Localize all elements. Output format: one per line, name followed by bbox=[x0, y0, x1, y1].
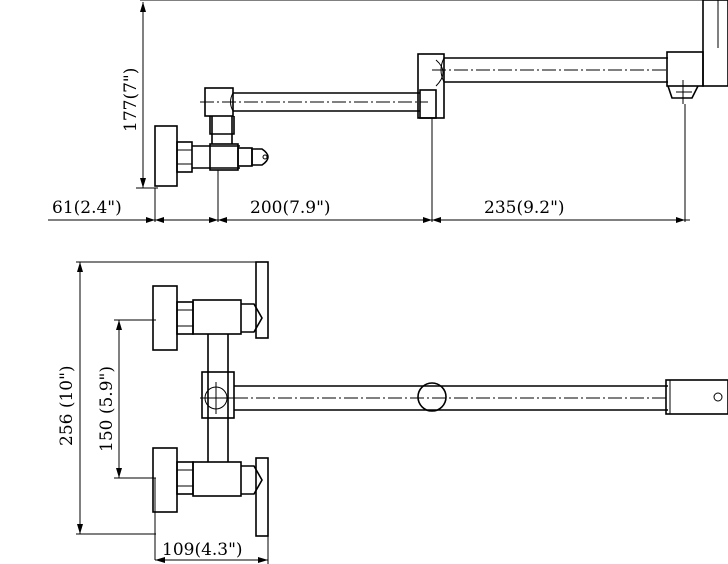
tee-joint bbox=[201, 371, 235, 419]
mounting-nut bbox=[176, 141, 193, 173]
upper-valve-body bbox=[192, 299, 242, 335]
overall-height-dimension-label: 256 (10") bbox=[57, 365, 77, 446]
top-view: 256 (10") 150 (5.9") bbox=[57, 261, 728, 564]
lower-valve-body bbox=[192, 461, 242, 497]
height-dimension-label: 177(7") bbox=[121, 68, 141, 132]
shutoff-valve-body bbox=[209, 143, 239, 171]
overall-height-dimension-line bbox=[76, 261, 262, 535]
stud-spacing-dimension-label: 150 (5.9") bbox=[97, 366, 117, 452]
middle-swivel-joint bbox=[417, 53, 445, 119]
height-dimension-line bbox=[136, 2, 158, 189]
first-swing-arm bbox=[230, 92, 420, 112]
lower-wall-flange bbox=[152, 447, 178, 513]
first-arm-dimension-label: 200(7.9") bbox=[250, 198, 331, 218]
spout-head bbox=[666, 0, 728, 104]
side-view: 177(7") bbox=[48, 0, 728, 223]
swing-arm-top-view bbox=[234, 385, 668, 411]
valve-handle bbox=[251, 148, 269, 166]
depth-dimension-label: 109(4.3") bbox=[162, 540, 243, 560]
depth-dimension-line bbox=[155, 536, 269, 564]
second-arm-dimension-label: 235(9.2") bbox=[484, 198, 565, 218]
spout-end-top-view bbox=[665, 379, 728, 415]
wall-flange bbox=[154, 125, 178, 187]
upper-wall-flange bbox=[152, 285, 178, 351]
stud-spacing-dimension-line bbox=[114, 319, 156, 479]
wall-offset-dimension-label: 61(2.4") bbox=[52, 198, 122, 218]
swivel-joint-top-view bbox=[417, 382, 447, 412]
